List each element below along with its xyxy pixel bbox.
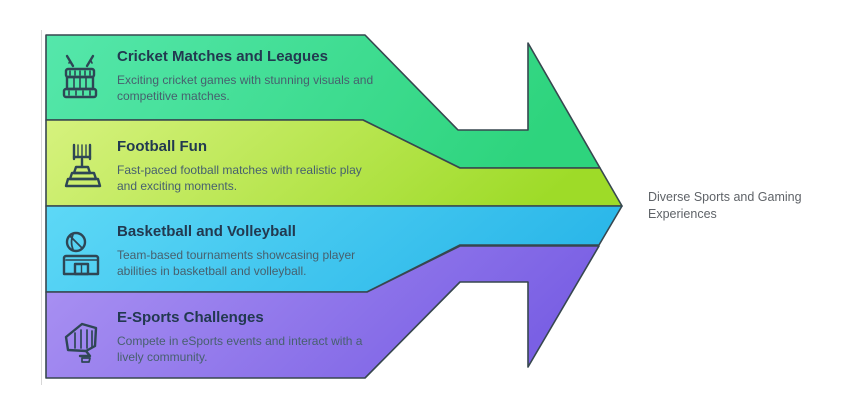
basketball-hoop-icon — [62, 231, 100, 276]
band-esports-text: E-Sports Challenges Compete in eSports e… — [117, 309, 375, 366]
band-football-text: Football Fun Fast-paced football matches… — [117, 138, 375, 195]
band-esports-description: Compete in eSports events and interact w… — [117, 334, 363, 364]
band-football-description: Fast-paced football matches with realist… — [117, 163, 362, 193]
band-esports-shape — [45, 245, 600, 379]
left-edge-rule — [41, 30, 42, 385]
band-esports-title: E-Sports Challenges — [117, 309, 264, 326]
arrow-outcome-label: Diverse Sports and Gaming Experiences — [648, 190, 802, 222]
band-cricket-description: Exciting cricket games with stunning vis… — [117, 73, 374, 103]
band-cricket-text: Cricket Matches and Leagues Exciting cri… — [117, 48, 375, 105]
band-football-title: Football Fun — [117, 138, 207, 155]
band-basketball-text: Basketball and Volleyball Team-based tou… — [117, 223, 375, 280]
band-basketball-title: Basketball and Volleyball — [117, 223, 296, 240]
band-cricket-title: Cricket Matches and Leagues — [117, 48, 328, 65]
band-basketball-description: Team-based tournaments showcasing player… — [117, 248, 356, 278]
cricket-drum-icon — [62, 54, 98, 99]
football-goal-icon — [64, 143, 102, 188]
esports-glove-icon — [64, 322, 98, 363]
